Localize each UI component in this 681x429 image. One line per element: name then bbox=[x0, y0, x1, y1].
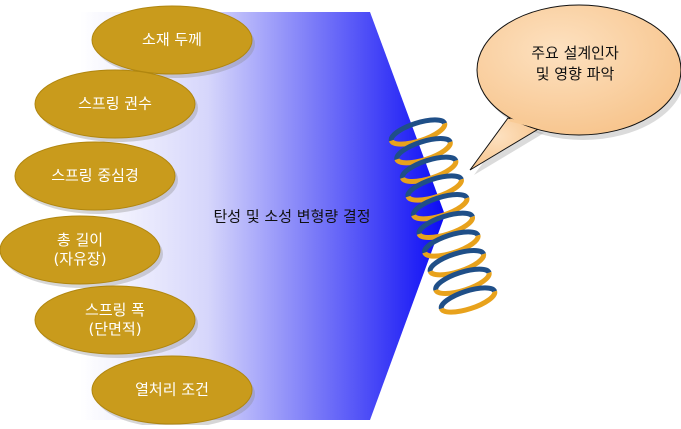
spring-icon bbox=[388, 117, 498, 315]
factor-label-line2: (단면적) bbox=[88, 320, 142, 338]
factor-label: 총 길이(자유장) bbox=[53, 231, 106, 269]
spring-coil-back bbox=[410, 191, 470, 217]
factor-ellipse bbox=[14, 141, 176, 211]
factor-label-line1: 스프링 폭 bbox=[85, 301, 145, 319]
factor-label-line1: 총 길이 bbox=[56, 231, 104, 249]
spring-coil-back bbox=[405, 173, 464, 198]
spring-coil-front bbox=[438, 290, 498, 315]
factor-ellipse bbox=[0, 215, 161, 285]
factor-label: 열처리 조건 bbox=[135, 381, 209, 400]
factor-ellipses bbox=[0, 5, 255, 428]
callout-line2: 및 영향 파악 bbox=[535, 65, 615, 83]
factor-label: 소재 두께 bbox=[142, 31, 202, 50]
spring-coil-back bbox=[438, 285, 498, 310]
spring-coil-back bbox=[416, 210, 475, 235]
factor-label-line1: 스프링 권수 bbox=[78, 94, 152, 113]
callout-bubble bbox=[469, 4, 681, 175]
factor-label-line1: 스프링 중심경 bbox=[51, 166, 139, 185]
spring-coil-back bbox=[422, 229, 481, 254]
factor-label-line1: 소재 두께 bbox=[142, 30, 202, 49]
spring-coil-back bbox=[394, 135, 453, 161]
factor-label: 스프링 폭(단면적) bbox=[85, 301, 145, 339]
spring-coil-back bbox=[427, 247, 486, 273]
spring-coil-back bbox=[399, 154, 459, 179]
factor-label: 스프링 중심경 bbox=[51, 167, 139, 186]
factor-ellipse bbox=[34, 285, 196, 355]
factor-label-line1: 열처리 조건 bbox=[135, 380, 209, 399]
factor-ellipse bbox=[91, 5, 253, 75]
spring-coil-back bbox=[388, 117, 448, 142]
callout-line1: 주요 설계인자 bbox=[531, 44, 619, 62]
spring-coil-back bbox=[433, 266, 492, 291]
center-label: 탄성 및 소성 변형량 결정 bbox=[213, 207, 371, 226]
factor-ellipse bbox=[34, 69, 196, 139]
factor-label: 스프링 권수 bbox=[78, 95, 152, 114]
factor-label-line2: (자유장) bbox=[53, 250, 107, 268]
factor-ellipse bbox=[91, 355, 253, 425]
callout-text: 주요 설계인자 및 영향 파악 bbox=[531, 43, 619, 85]
